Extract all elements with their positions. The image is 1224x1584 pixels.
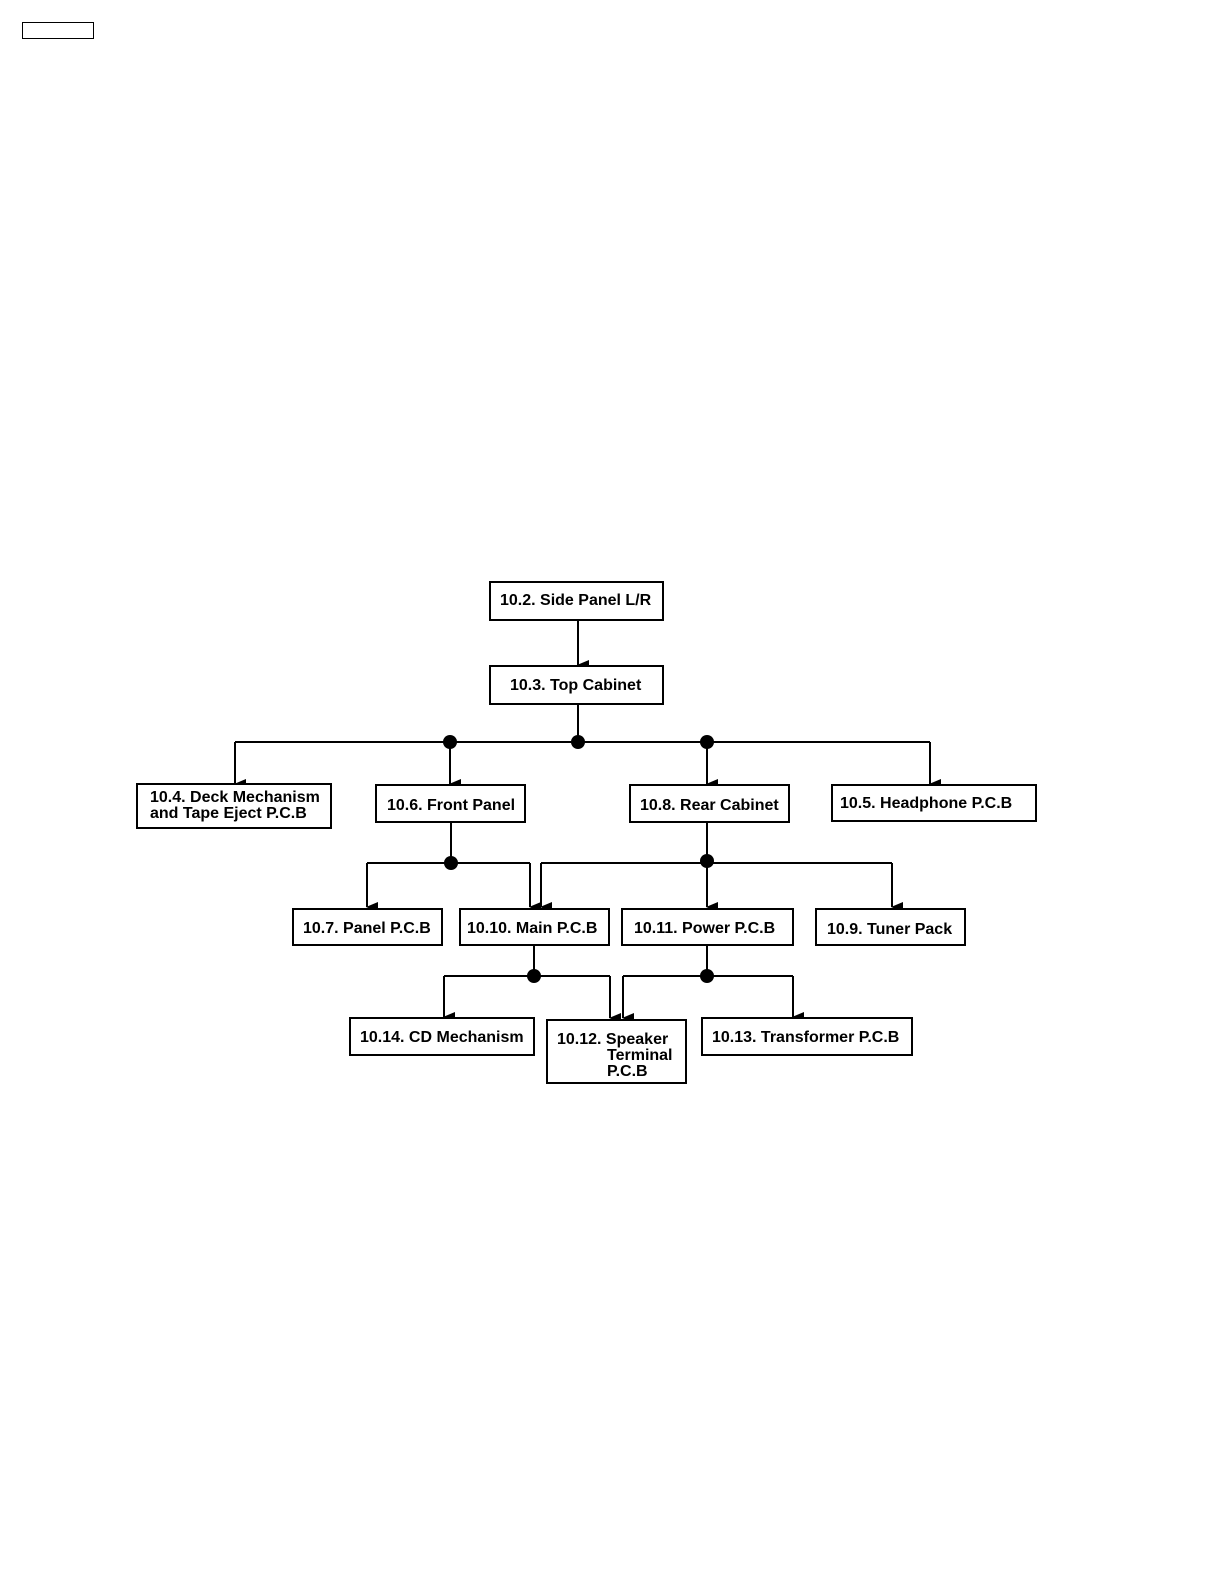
node-label: 10.13. Transformer P.C.B <box>712 1029 899 1046</box>
node-label: 10.10. Main P.C.B <box>467 920 597 937</box>
junction-dot <box>700 969 714 983</box>
node-label: P.C.B <box>607 1063 648 1080</box>
node-label: 10.11. Power P.C.B <box>634 920 775 937</box>
junction-dot <box>443 735 457 749</box>
node-speaker-terminal-pcb: 10.12. Speaker Terminal P.C.B <box>547 1020 686 1083</box>
junction-dot <box>571 735 585 749</box>
node-label: 10.12. Speaker <box>557 1031 668 1048</box>
node-label: and Tape Eject P.C.B <box>150 805 307 822</box>
junction-dot <box>527 969 541 983</box>
junction-dot <box>700 735 714 749</box>
node-tuner-pack: 10.9. Tuner Pack <box>816 909 965 945</box>
node-headphone-pcb: 10.5. Headphone P.C.B <box>832 785 1036 821</box>
node-panel-pcb: 10.7. Panel P.C.B <box>293 909 442 945</box>
node-main-pcb: 10.10. Main P.C.B <box>460 909 609 945</box>
node-front-panel: 10.6. Front Panel <box>376 785 525 822</box>
node-cd-mechanism: 10.14. CD Mechanism <box>350 1018 534 1055</box>
node-label: 10.8. Rear Cabinet <box>640 797 779 814</box>
node-label: 10.2. Side Panel L/R <box>500 592 652 609</box>
node-rear-cabinet: 10.8. Rear Cabinet <box>630 785 789 822</box>
node-label: Terminal <box>607 1047 673 1064</box>
junction-dot <box>444 856 458 870</box>
junction-dot <box>700 854 714 868</box>
node-transformer-pcb: 10.13. Transformer P.C.B <box>702 1018 912 1055</box>
node-label: 10.14. CD Mechanism <box>360 1029 524 1046</box>
node-power-pcb: 10.11. Power P.C.B <box>622 909 793 945</box>
node-deck-mechanism: 10.4. Deck Mechanism and Tape Eject P.C.… <box>137 784 331 828</box>
node-label: 10.7. Panel P.C.B <box>303 920 431 937</box>
node-label: 10.6. Front Panel <box>387 797 515 814</box>
node-side-panel: 10.2. Side Panel L/R <box>490 582 663 620</box>
node-top-cabinet: 10.3. Top Cabinet <box>490 666 663 704</box>
node-label: 10.9. Tuner Pack <box>827 921 952 938</box>
node-label: 10.4. Deck Mechanism <box>150 789 320 806</box>
node-label: 10.3. Top Cabinet <box>510 677 642 694</box>
node-label: 10.5. Headphone P.C.B <box>840 795 1012 812</box>
